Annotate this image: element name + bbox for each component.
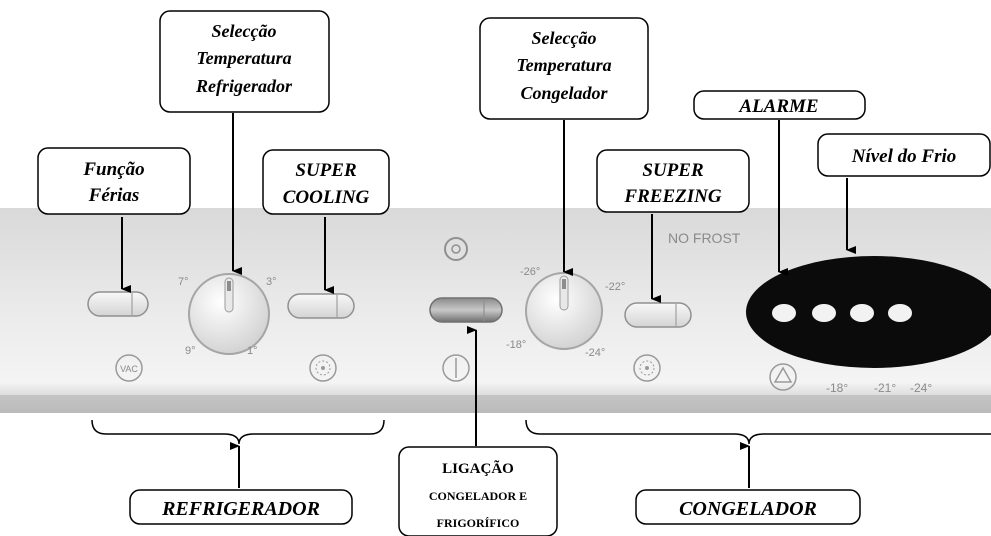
svg-text:COOLING: COOLING xyxy=(283,187,370,208)
level-indicator-4 xyxy=(888,304,912,322)
svg-text:REFRIGERADOR: REFRIGERADOR xyxy=(161,498,320,520)
level-label-1: -18° xyxy=(826,381,848,395)
no-frost-label: NO FROST xyxy=(668,230,741,246)
level-label-2: -21° xyxy=(874,381,896,395)
level-label-3: -24° xyxy=(910,381,932,395)
callout-super-freezing: SUPER FREEZING xyxy=(596,149,750,213)
svg-text:LIGAÇÃO: LIGAÇÃO xyxy=(442,459,514,477)
alarm-icon xyxy=(769,363,797,391)
super-cooling-button[interactable] xyxy=(287,293,355,319)
svg-text:CONGELADOR: CONGELADOR xyxy=(679,498,817,520)
svg-text:CONGELADOR E: CONGELADOR E xyxy=(429,489,527,503)
svg-text:Férias: Férias xyxy=(88,185,140,206)
callout-alarme: ALARME xyxy=(693,90,866,120)
level-indicator-1 xyxy=(772,304,796,322)
svg-text:Selecção: Selecção xyxy=(532,28,597,48)
fridge-dial-label-bottom-right: 1° xyxy=(247,345,258,357)
callout-congelador: CONGELADOR xyxy=(635,489,861,525)
svg-text:Nível do Frio: Nível do Frio xyxy=(851,146,957,167)
freezer-dial-label-bottom-right: -24° xyxy=(585,347,605,359)
fridge-snowflake-icon xyxy=(309,354,337,382)
fridge-dial-label-top-left: 7° xyxy=(178,276,189,288)
fridge-dial-label-top-right: 3° xyxy=(266,276,277,288)
callout-nivel-frio: Nível do Frio xyxy=(817,133,991,177)
holiday-button[interactable] xyxy=(87,291,149,317)
callout-seleccao-refrigerador: Selecção Temperatura Refrigerador xyxy=(159,10,330,113)
svg-text:Congelador: Congelador xyxy=(520,83,608,103)
callout-super-cooling: SUPER COOLING xyxy=(262,149,390,215)
level-indicator-2 xyxy=(812,304,836,322)
svg-text:VAC: VAC xyxy=(120,364,138,374)
level-indicator-3 xyxy=(850,304,874,322)
panel-bottom-shadow xyxy=(0,395,991,413)
freezer-dial-label-top-left: -26° xyxy=(520,266,540,278)
freezer-dial-label-top-right: -22° xyxy=(605,281,625,293)
super-freezing-button[interactable] xyxy=(624,302,692,328)
svg-text:Função: Função xyxy=(82,159,144,180)
power-switch[interactable] xyxy=(429,297,503,323)
callout-funcao-ferias: Função Férias xyxy=(37,147,191,215)
power-icon xyxy=(442,354,470,382)
svg-text:Temperatura: Temperatura xyxy=(516,55,611,75)
callout-refrigerador: REFRIGERADOR xyxy=(129,489,353,525)
vac-icon: VAC xyxy=(115,354,143,382)
callout-seleccao-congelador: Selecção Temperatura Congelador xyxy=(479,17,649,120)
svg-text:FRIGORÍFICO: FRIGORÍFICO xyxy=(437,516,520,530)
congelador-brace xyxy=(525,419,991,445)
freezer-snowflake-icon xyxy=(633,354,661,382)
svg-text:Temperatura: Temperatura xyxy=(196,48,291,68)
svg-text:FREEZING: FREEZING xyxy=(623,186,721,207)
svg-text:Refrigerador: Refrigerador xyxy=(195,76,293,96)
svg-text:ALARME: ALARME xyxy=(738,96,818,117)
fridge-dial-label-bottom-left: 9° xyxy=(185,345,196,357)
freezer-temperature-dial[interactable] xyxy=(525,272,603,350)
callout-ligacao: LIGAÇÃO CONGELADOR E FRIGORÍFICO xyxy=(398,446,558,536)
svg-text:Selecção: Selecção xyxy=(212,21,277,41)
svg-text:SUPER: SUPER xyxy=(642,160,703,181)
freezer-dial-label-bottom-left: -18° xyxy=(506,339,526,351)
refrigerador-brace xyxy=(91,419,385,445)
fridge-temperature-dial[interactable] xyxy=(188,273,270,355)
svg-text:SUPER: SUPER xyxy=(295,160,356,181)
lamp-icon xyxy=(444,237,468,261)
